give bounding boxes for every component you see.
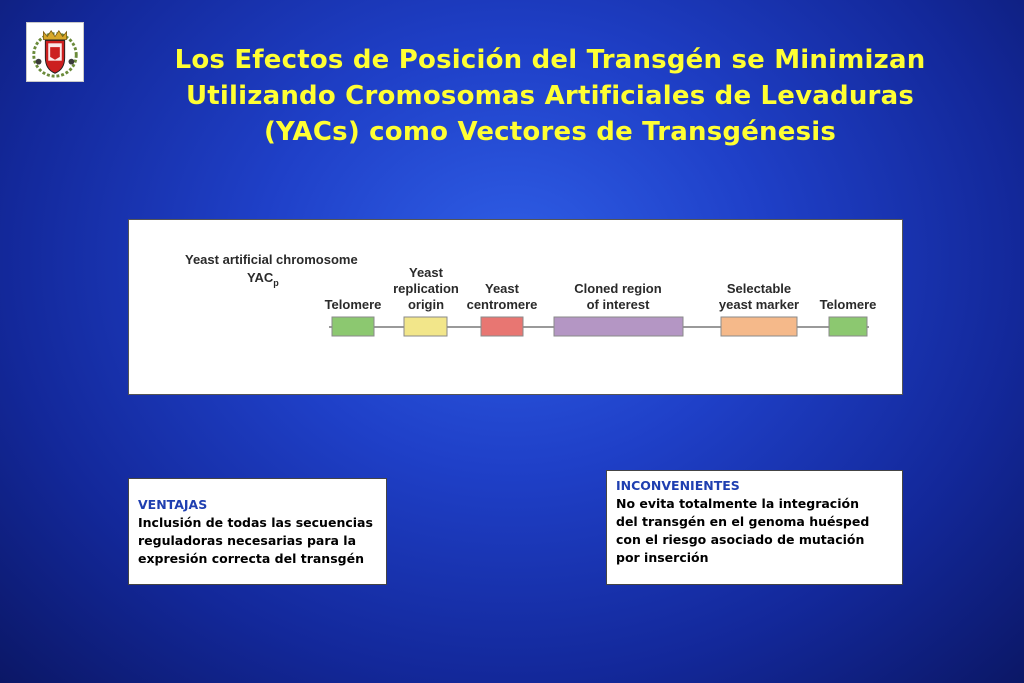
inconvenientes-line: del transgén en el genoma huésped <box>616 514 870 529</box>
centromere-segment <box>480 316 524 337</box>
inconvenientes-line: No evita totalmente la integración <box>616 496 859 511</box>
slide-title: Los Efectos de Posición del Transgén se … <box>110 42 990 150</box>
inconvenientes-header: INCONVENIENTES <box>616 478 740 493</box>
telomere-right-label: Telomere <box>820 297 877 312</box>
ventajas-line: reguladoras necesarias para la <box>138 533 357 548</box>
ventajas-header: VENTAJAS <box>138 497 208 512</box>
title-line-3: (YACs) como Vectores de Transgénesis <box>263 117 837 147</box>
ventajas-line: Inclusión de todas las secuencias <box>138 515 373 530</box>
title-line-2: Utilizando Cromosomas Artificiales de Le… <box>185 81 915 111</box>
ventajas-line: expresión correcta del transgén <box>138 551 364 566</box>
coat-of-arms-logo <box>26 22 84 82</box>
yac-diagram-svg: Yeast artificial chromosome YACp Telomer… <box>185 252 877 337</box>
diagram-yac-label: YACp <box>247 270 279 288</box>
cloned-region-segment <box>553 316 684 337</box>
telomere-right-segment <box>828 316 868 337</box>
yac-diagram: Yeast artificial chromosome YACp Telomer… <box>128 219 903 395</box>
inconvenientes-box: INCONVENIENTES No evita totalmente la in… <box>606 470 903 585</box>
replication-origin-segment <box>403 316 448 337</box>
ventajas-box: VENTAJAS Inclusión de todas las secuenci… <box>128 478 387 585</box>
telomere-left-label: Telomere <box>325 297 382 312</box>
diagram-heading: Yeast artificial chromosome <box>185 252 358 267</box>
title-line-1: Los Efectos de Posición del Transgén se … <box>174 45 926 75</box>
telomere-left-segment <box>331 316 375 337</box>
selectable-marker-segment <box>720 316 798 337</box>
inconvenientes-line: con el riesgo asociado de mutación <box>616 532 865 547</box>
inconvenientes-line: por inserción <box>616 550 709 565</box>
